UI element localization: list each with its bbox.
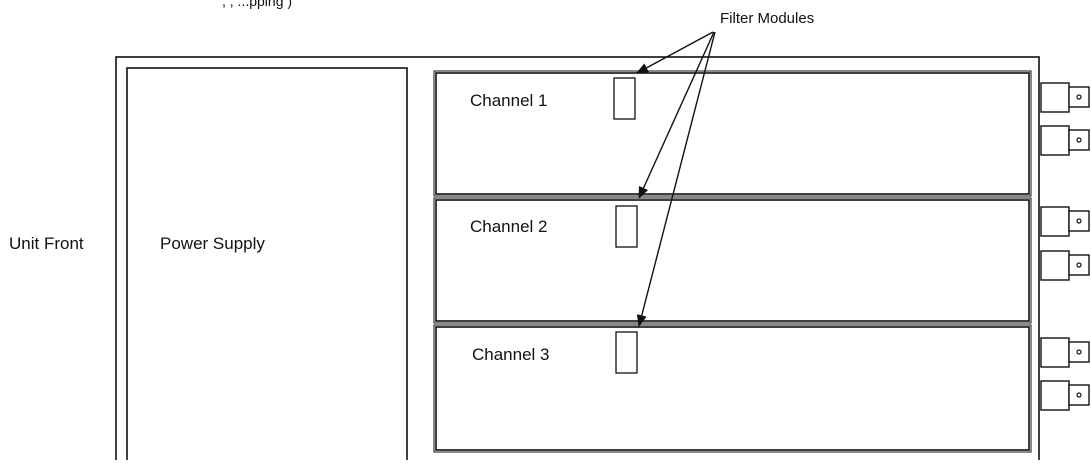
connector-2 (1040, 125, 1090, 156)
power-supply-box (126, 67, 408, 465)
channel-1-label: Channel 1 (470, 91, 548, 110)
unit-front-label: Unit Front (9, 234, 84, 253)
connector-3 (1040, 206, 1090, 237)
arrow-to-module-2 (638, 31, 715, 199)
channel-1-outer (433, 70, 1032, 197)
connector-6 (1040, 380, 1090, 411)
filter-module-2 (615, 205, 638, 248)
channel-2-inner (435, 199, 1030, 322)
channel-1-card: Channel 1 (433, 70, 1032, 197)
unit-enclosure (115, 56, 1040, 465)
connector-4 (1040, 250, 1090, 281)
connector-1 (1040, 82, 1090, 113)
power-supply-label: Power Supply (160, 234, 265, 253)
filter-module-1 (613, 77, 636, 120)
filter-module-3 (615, 331, 638, 374)
channel-1-inner (435, 72, 1030, 195)
channel-3-label: Channel 3 (472, 345, 550, 364)
channel-3-inner (435, 326, 1030, 451)
channel-2-outer (433, 197, 1032, 324)
arrow-to-module-1 (636, 31, 714, 74)
header-partial-text: , , ...pping ) (222, 0, 292, 9)
arrow-to-module-3 (636, 31, 716, 327)
channel-2-card: Channel 2 (433, 197, 1032, 324)
connector-5 (1040, 337, 1090, 368)
channel-3-card: Channel 3 (433, 324, 1032, 453)
channel-3-outer (433, 324, 1032, 453)
filter-modules-label: Filter Modules (720, 10, 814, 27)
channel-2-label: Channel 2 (470, 217, 548, 236)
